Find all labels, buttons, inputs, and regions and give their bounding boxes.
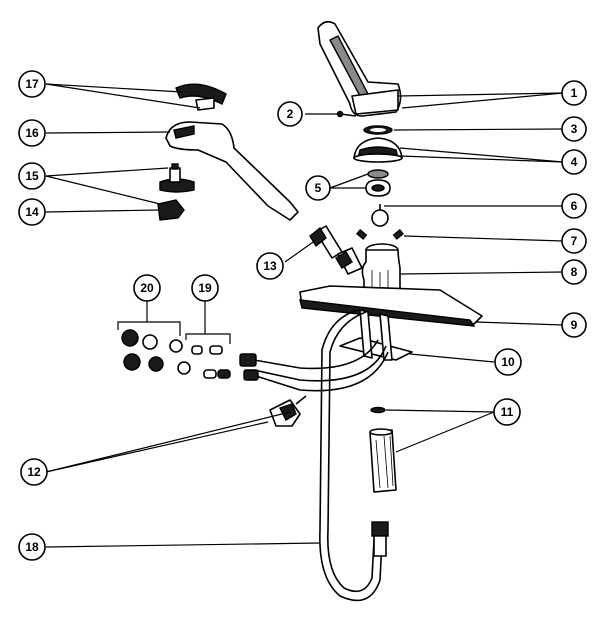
callout-7: 7 [561,228,587,254]
part-mounting-bracket [339,309,413,361]
callout-14: 14 [18,198,46,226]
callout-8-label: 8 [571,265,578,279]
callout-9: 9 [561,312,587,338]
leader-lines [45,83,564,548]
callout-19-label: 19 [198,281,212,295]
part-dome-cap [353,137,403,163]
part-valve-body [361,243,401,297]
callout-18-label: 18 [25,540,39,554]
callout-15: 15 [18,162,46,190]
part-base-plate [299,285,483,327]
callout-6-label: 6 [571,199,578,213]
part-small-parts-set [185,333,231,379]
part-hose [319,309,383,602]
callout-11-label: 11 [501,405,514,419]
callout-1-label: 1 [571,86,578,100]
part-washer [370,406,386,414]
part-stem [159,163,195,193]
callout-8: 8 [561,259,587,285]
callout-11: 11 [493,398,521,426]
callout-4: 4 [561,149,587,175]
callout-18: 18 [18,533,46,561]
callout-15-label: 15 [25,169,39,183]
callout-2-label: 2 [287,107,294,121]
part-supply-lines [239,339,389,392]
callout-3: 3 [561,116,587,142]
part-spout [165,121,299,221]
part-spout-connector [309,225,363,275]
callout-6: 6 [561,193,587,219]
callout-10-label: 10 [501,355,515,369]
part-hose-connector [269,395,307,427]
callout-10: 10 [494,348,522,376]
callout-13-label: 13 [263,259,277,273]
callout-3-label: 3 [571,122,578,136]
callout-13: 13 [256,252,284,280]
part-ball [371,204,389,227]
callout-20-label: 20 [140,281,154,295]
callout-12: 12 [20,458,48,486]
part-seals [356,228,404,240]
callout-5-label: 5 [315,181,322,195]
callout-14-label: 14 [25,205,39,219]
part-fittings-set [117,321,191,375]
part-cylinder [369,428,397,493]
callout-20: 20 [133,274,161,302]
callout-2: 2 [277,101,303,127]
callout-1: 1 [561,80,587,106]
part-nut [157,199,185,221]
callout-16: 16 [18,119,46,147]
callout-12-label: 12 [27,465,41,479]
part-handle-lever [317,20,402,117]
callout-17-label: 17 [25,77,39,91]
callout-9-label: 9 [571,318,578,332]
part-hose-end-fitting [371,521,389,557]
callout-7-label: 7 [571,234,578,248]
callout-4-label: 4 [571,155,578,169]
part-seat [365,169,391,197]
callout-17: 17 [18,70,46,98]
part-aerator-head [175,83,227,111]
callout-19: 19 [191,274,219,302]
callout-5: 5 [305,175,331,201]
callout-16-label: 16 [25,126,39,140]
